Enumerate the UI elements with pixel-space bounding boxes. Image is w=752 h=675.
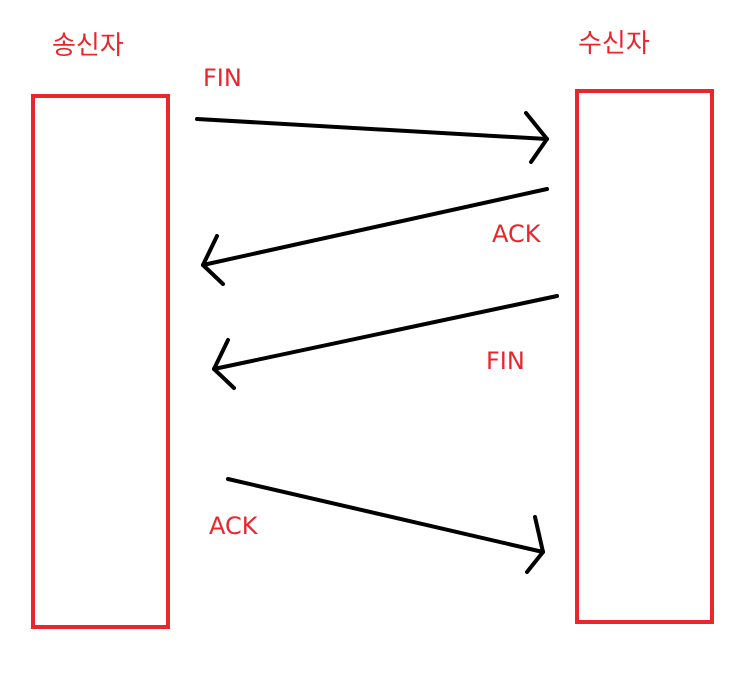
arrow-head — [201, 234, 225, 286]
sender-box — [31, 94, 170, 629]
receiver-box — [575, 89, 714, 624]
message-label-fin-2: FIN — [486, 347, 525, 375]
message-arrow-fin-receiver-to-sender — [212, 294, 559, 390]
message-label-ack-1: ACK — [492, 220, 542, 248]
arrow-shaft — [195, 117, 549, 141]
arrow-head — [212, 338, 236, 390]
sender-label: 송신자 — [52, 31, 124, 61]
arrow-shaft — [201, 187, 549, 267]
arrow-shaft — [212, 294, 559, 371]
receiver-label: 수신자 — [578, 29, 650, 59]
message-arrow-ack-receiver-to-sender — [201, 187, 549, 286]
message-arrow-fin-sender-to-receiver — [195, 111, 549, 164]
message-arrow-ack-sender-to-receiver — [226, 477, 545, 574]
arrow-head — [524, 111, 549, 164]
arrow-shaft — [226, 477, 545, 554]
message-label-ack-2: ACK — [209, 512, 259, 540]
message-label-fin-1: FIN — [203, 64, 242, 92]
arrow-head — [525, 515, 545, 574]
